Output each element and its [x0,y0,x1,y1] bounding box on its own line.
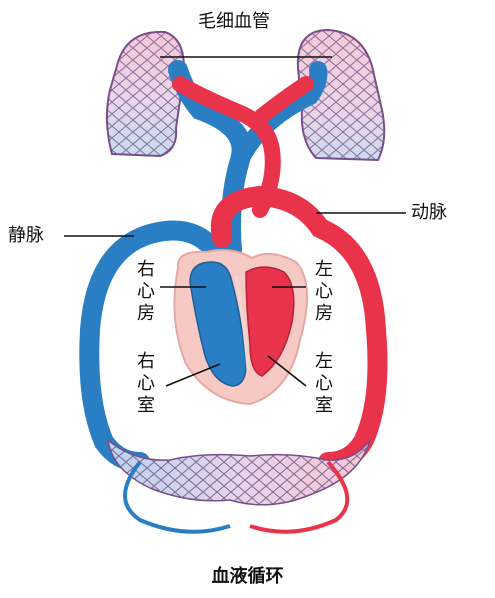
pulmonary-vessels [168,60,328,260]
vein-label: 静脉 [8,225,44,246]
systemic-vessels [79,185,388,472]
left-ventricle-leader [267,355,307,387]
right-atrium-label: 右心房 [135,259,157,325]
left-ventricle-label: 左心室 [313,351,335,417]
leader-lines [64,56,406,387]
left-atrium-label: 左心房 [313,259,335,325]
body-capillary-bed [106,438,371,534]
right-ventricle-text: 右心室 [137,351,155,416]
heart [173,249,309,406]
left-atrium-text: 左心房 [315,259,333,324]
right-atrium-text: 右心房 [137,259,155,324]
right-ventricle-label: 右心室 [135,351,157,417]
right-ventricle-leader [165,363,221,387]
left-lung [105,30,185,158]
artery-label: 动脉 [411,202,447,223]
diagram-caption: 血液循环 [211,566,284,587]
capillaries-label: 毛细血管 [198,11,270,32]
left-ventricle-text: 左心室 [315,351,333,416]
